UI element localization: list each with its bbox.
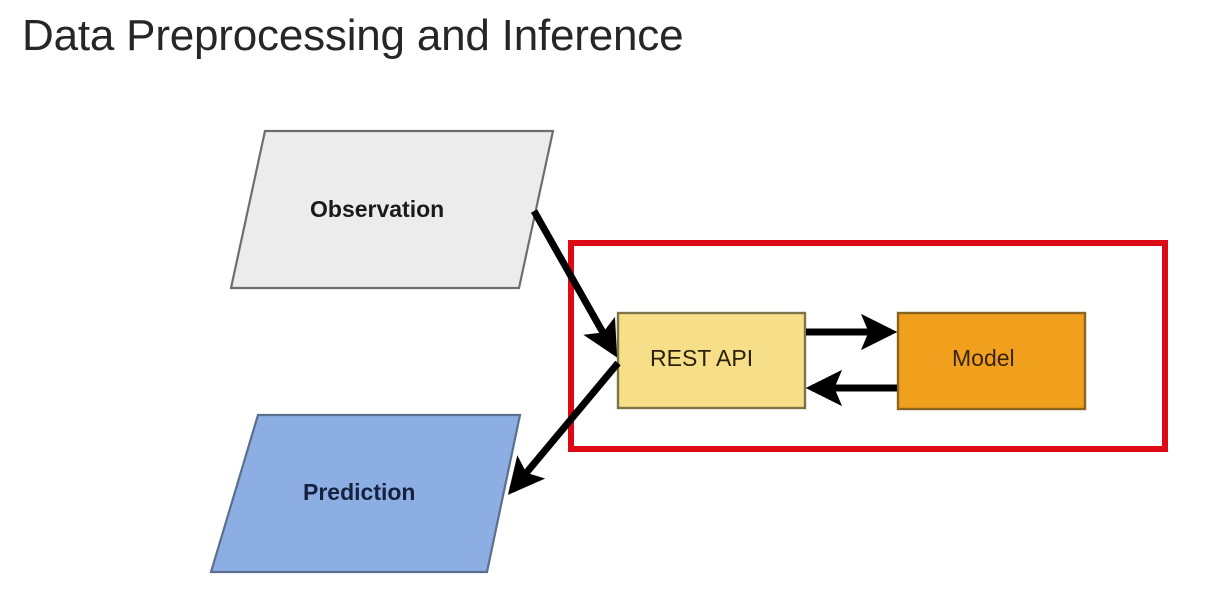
edge-rest-api-to-prediction <box>507 360 621 495</box>
node-rest-api-shape[interactable] <box>616 311 807 410</box>
node-observation-shape[interactable] <box>229 129 555 290</box>
edge-observation-to-rest-api <box>530 209 618 358</box>
node-prediction-shape[interactable] <box>209 413 522 574</box>
deployment-boundary-rect <box>568 240 1168 452</box>
node-model-shape[interactable] <box>896 311 1087 411</box>
page-title: Data Preprocessing and Inference <box>22 11 684 60</box>
